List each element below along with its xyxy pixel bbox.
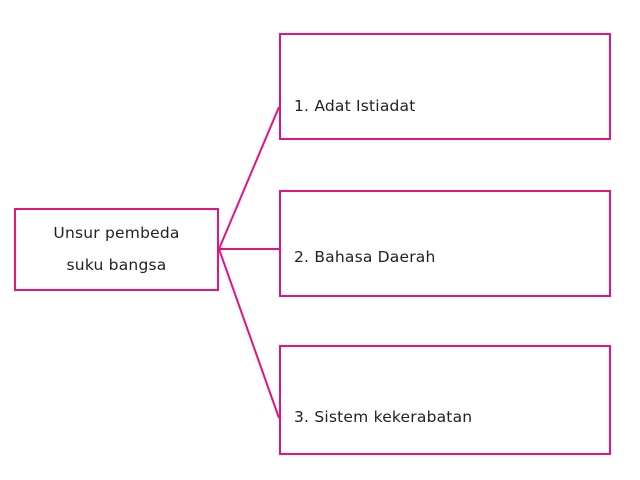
node-branch-2: 2. Bahasa Daerah: [279, 190, 611, 297]
node-root-label-line-1: Unsur pembeda: [53, 224, 180, 242]
node-root: Unsur pembeda suku bangsa: [14, 208, 219, 291]
node-branch-1-label: 1. Adat Istiadat: [294, 96, 416, 115]
connector-to-branch-1: [218, 106, 280, 250]
connector-to-branch-3: [218, 248, 280, 419]
node-branch-3: 3. Sistem kekerabatan: [279, 345, 611, 455]
node-root-label-line-2: suku bangsa: [66, 255, 167, 274]
node-branch-1: 1. Adat Istiadat: [279, 33, 611, 140]
node-branch-3-label: 3. Sistem kekerabatan: [294, 408, 473, 427]
node-branch-2-label: 2. Bahasa Daerah: [294, 247, 436, 266]
